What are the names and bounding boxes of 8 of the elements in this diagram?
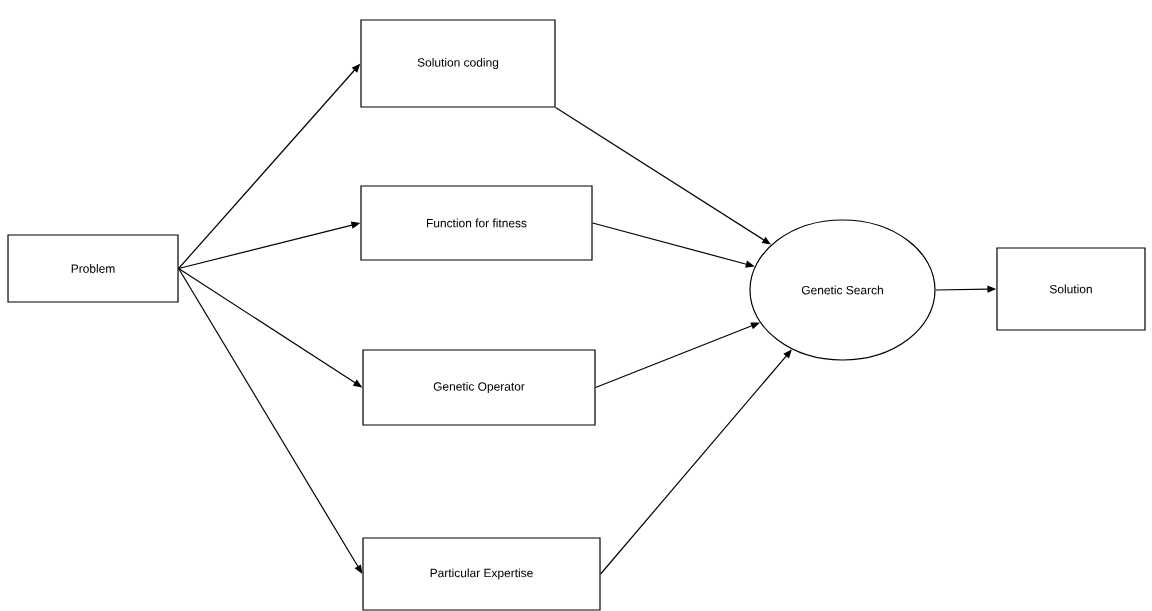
process-box: Function for fitness	[360, 185, 593, 261]
arrow	[178, 267, 363, 574]
process-box: Genetic Operator	[362, 349, 596, 426]
process-box: Problem	[7, 234, 179, 303]
process-box: Solution	[996, 247, 1146, 331]
arrow	[600, 349, 792, 575]
process-box: Solution coding	[360, 19, 556, 108]
process-box: Particular Expertise	[362, 537, 601, 611]
